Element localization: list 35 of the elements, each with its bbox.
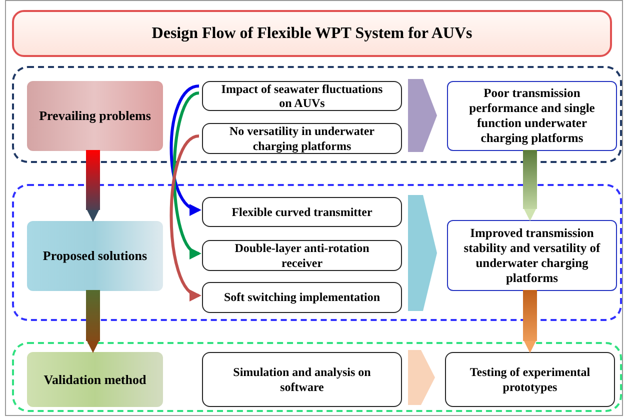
- node-text: Improved transmission stability and versatility of underwater charging platforms: [462, 226, 602, 286]
- block-arrow: [86, 150, 100, 222]
- node-text: No versatility in underwater charging platforms: [228, 124, 376, 153]
- node-text: Double-layer anti-rotation receiver: [234, 241, 370, 270]
- process-box: [202, 197, 402, 227]
- process-box: [202, 81, 402, 111]
- chevron-arrow: [408, 350, 435, 405]
- process-box: [202, 352, 402, 407]
- node-text: Testing of experimental prototypes: [468, 365, 592, 394]
- title-banner: Design Flow of Flexible WPT System for AUVs: [12, 10, 612, 57]
- block-arrow: [523, 290, 537, 353]
- chevron-arrow: [408, 79, 437, 152]
- process-box: [202, 240, 402, 271]
- block-arrow: [86, 290, 100, 353]
- node-text: Impact of seawater fluctuations on AUVs: [220, 82, 384, 110]
- result-box: [447, 220, 617, 291]
- stage-box: [27, 221, 163, 291]
- node-text: Soft switching implementation: [223, 290, 381, 305]
- process-box: [445, 352, 615, 407]
- group-frame: [12, 342, 622, 412]
- stage-box: [27, 81, 163, 151]
- node-text: Proposed solutions: [42, 248, 148, 264]
- group-frame: [12, 184, 622, 321]
- node-text: Prevailing problems: [38, 108, 152, 124]
- node-text: Simulation and analysis on software: [232, 365, 372, 394]
- node-text: Validation method: [42, 372, 148, 388]
- block-arrow: [523, 150, 537, 221]
- process-box: [202, 123, 402, 154]
- result-box: [447, 81, 617, 151]
- chevron-arrow: [408, 195, 437, 311]
- stage-box: [27, 352, 163, 407]
- process-box: [202, 282, 402, 313]
- group-frame: [12, 66, 622, 163]
- node-text: Flexible curved transmitter: [230, 204, 374, 220]
- node-text: Poor transmission performance and single function underwater charging platforms: [468, 86, 596, 146]
